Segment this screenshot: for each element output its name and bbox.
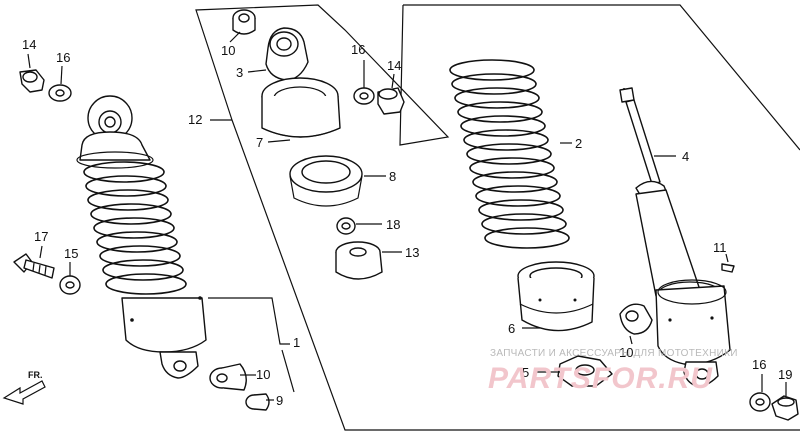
part-1-rear-shock-assembly <box>76 95 207 379</box>
callout-3: 3 <box>236 65 243 80</box>
callout-12: 12 <box>188 112 202 127</box>
part-8-spring-guide <box>289 155 363 207</box>
callout-7: 7 <box>256 135 263 150</box>
part-10-bushing-bottom <box>209 363 247 391</box>
part-2-spring <box>449 59 570 249</box>
part-16-washer-a <box>48 84 72 102</box>
callout-16: 16 <box>351 42 365 57</box>
part-4-damper <box>619 87 731 387</box>
callout-2: 2 <box>575 136 582 151</box>
part-10-bushing-right <box>619 303 653 335</box>
part-5-adjuster <box>557 355 613 387</box>
callout-19: 19 <box>778 367 792 382</box>
callout-10: 10 <box>256 367 270 382</box>
watermark-caption: ЗАПЧАСТИ И АКСЕССУАРЫ ДЛЯ МОТОТЕХНИКИ <box>490 348 738 359</box>
part-6-lower-spring-seat <box>517 261 595 332</box>
part-9-collar <box>245 393 270 411</box>
callout-1: 1 <box>293 335 300 350</box>
watermark: ЗАПЧАСТИ И АКСЕССУАРЫ ДЛЯ МОТОТЕХНИКИ PA… <box>488 348 738 395</box>
callout-10: 10 <box>619 345 633 360</box>
part-14-nut-b <box>377 87 405 115</box>
callout-8: 8 <box>389 169 396 184</box>
callout-18: 18 <box>386 217 400 232</box>
watermark-brand: PARTSFOR.RU <box>488 362 713 395</box>
part-19-cap-nut <box>771 395 799 421</box>
callout-9: 9 <box>276 393 283 408</box>
part-7-spring-seat-upper <box>261 77 341 138</box>
callout-14: 14 <box>387 58 401 73</box>
callout-10: 10 <box>221 43 235 58</box>
part-3-upper-mount <box>265 27 309 81</box>
callout-14: 14 <box>22 37 36 52</box>
part-18-nut <box>336 217 356 235</box>
part-13-rubber-stop <box>335 241 383 280</box>
part-1-spring-coils <box>83 161 187 295</box>
part-15-washer <box>59 275 81 295</box>
callout-16: 16 <box>56 50 70 65</box>
callout-4: 4 <box>682 149 689 164</box>
callout-6: 6 <box>508 321 515 336</box>
part-14-nut-a <box>19 69 45 93</box>
callout-15: 15 <box>64 246 78 261</box>
part-10-bushing-top <box>232 9 256 35</box>
part-16-washer-c <box>749 392 771 412</box>
callout-13: 13 <box>405 245 419 260</box>
callout-11: 11 <box>713 240 727 255</box>
group-frame-12 <box>195 4 800 431</box>
callout-17: 17 <box>34 229 48 244</box>
part-11-pin <box>721 263 735 273</box>
part-17-bolt <box>13 253 55 279</box>
part-16-washer-b <box>353 87 375 105</box>
front-direction-arrow: FR. <box>2 370 46 405</box>
front-arrow-label: FR. <box>28 370 43 380</box>
leader-lines <box>27 31 787 401</box>
callout-16: 16 <box>752 357 766 372</box>
callout-5: 5 <box>522 365 529 380</box>
callout-labels: 14 16 10 3 16 14 12 7 2 4 8 18 17 15 13 … <box>22 37 792 408</box>
